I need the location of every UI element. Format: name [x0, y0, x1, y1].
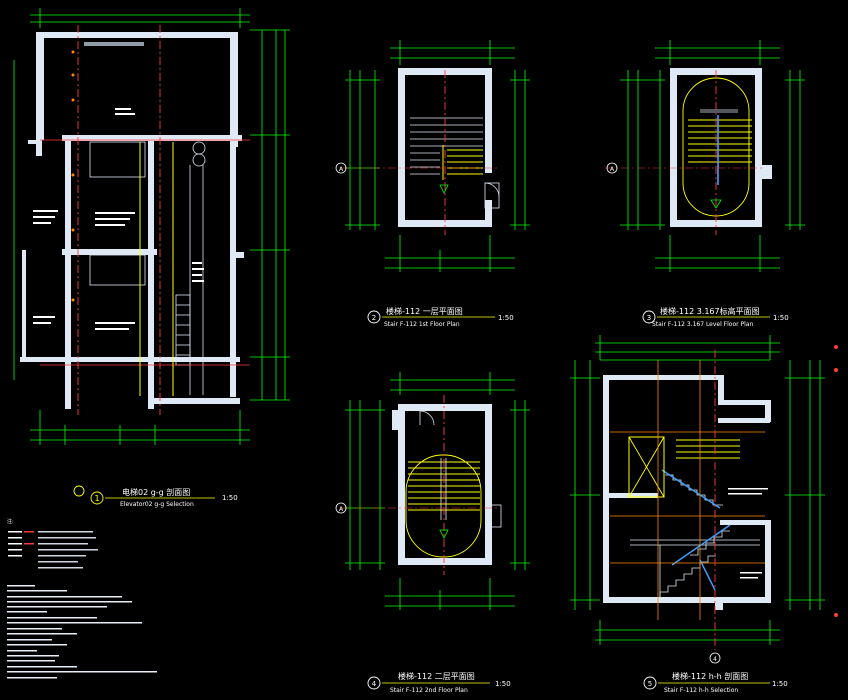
grid-bubble-4: 4 — [713, 656, 717, 663]
stair-3167-level-plan: A — [605, 40, 805, 272]
drawing-scale-2: 1:50 — [498, 314, 514, 322]
drawing-title-4: 4 楼梯-112 二层平面图 Stair F-112 2nd Floor Pla… — [367, 671, 511, 694]
drawing-scale-1: 1:50 — [222, 494, 238, 502]
elevator-section-drawing — [13, 8, 290, 445]
legend-heading: 注: — [7, 518, 14, 525]
drawing-number-2: 2 — [372, 314, 376, 322]
drawing-title-2: 2 楼梯-112 一层平面图 Stair F-112 1st Floor Pla… — [367, 306, 514, 328]
drawing-number-3: 3 — [647, 314, 651, 322]
drawing-title-en-3: Stair F-112 3.167 Level Floor Plan — [652, 321, 753, 328]
drawing-title-en-1: Elevator02 g-g Selection — [120, 501, 194, 508]
stair-section-drawing: 4 — [570, 335, 838, 664]
grid-bubble-a-3: A — [610, 166, 615, 173]
drawing-title-1: 1 电梯02 g-g 剖面图 Elevator02 g-g Selection … — [73, 485, 238, 508]
drawing-title-cn-5: 楼梯-112 h-h 剖面图 — [672, 671, 748, 681]
drawing-title-en-4: Stair F-112 2nd Floor Plan — [390, 687, 468, 694]
drawing-scale-4: 1:50 — [495, 680, 511, 688]
drawing-scale-5: 1:50 — [772, 680, 788, 688]
drawing-title-cn-1: 电梯02 g-g 剖面图 — [122, 487, 190, 497]
drawing-title-cn-3: 楼梯-112 3.167标高平面图 — [660, 306, 760, 316]
drawing-title-cn-2: 楼梯-112 一层平面图 — [386, 306, 463, 316]
grid-bubble-a: A — [339, 166, 344, 173]
drawing-title-3: 3 楼梯-112 3.167标高平面图 Stair F-112 3.167 Le… — [642, 306, 789, 328]
drawing-number-4: 4 — [372, 680, 377, 688]
drawing-title-cn-4: 楼梯-112 二层平面图 — [398, 671, 475, 681]
drawing-scale-3: 1:50 — [773, 314, 789, 322]
drawing-title-en-2: Stair F-112 1st Floor Plan — [384, 321, 460, 328]
drawing-title-5: 5 楼梯-112 h-h 剖面图 Stair F-112 h-h Selecti… — [643, 671, 788, 694]
stair-1st-floor-plan: A — [335, 40, 530, 272]
drawing-number-1: 1 — [94, 494, 99, 503]
stair-2nd-floor-plan: A — [335, 372, 530, 610]
legend-notes: 注: — [7, 518, 157, 679]
drawing-number-5: 5 — [648, 680, 652, 688]
grid-bubble-a-4: A — [339, 506, 344, 513]
drawing-title-en-5: Stair F-112 h-h Selection — [664, 687, 738, 694]
